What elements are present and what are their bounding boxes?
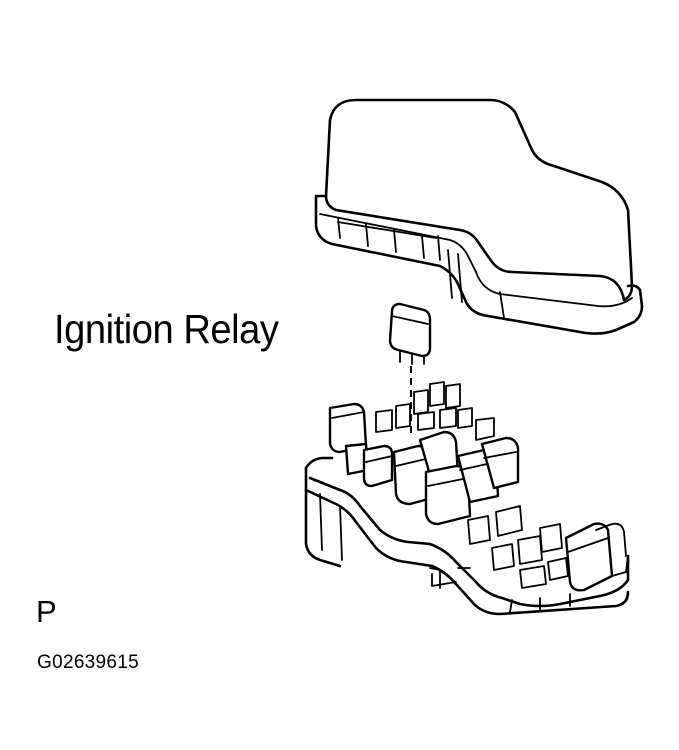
ignition-relay-label: Ignition Relay [54,306,279,352]
view-code: P [36,594,57,629]
ignition-relay-icon [388,302,432,365]
figure-code: G02639615 [37,652,140,673]
fuse-box-cover-icon [314,98,644,335]
relay-block-icon [304,381,630,616]
